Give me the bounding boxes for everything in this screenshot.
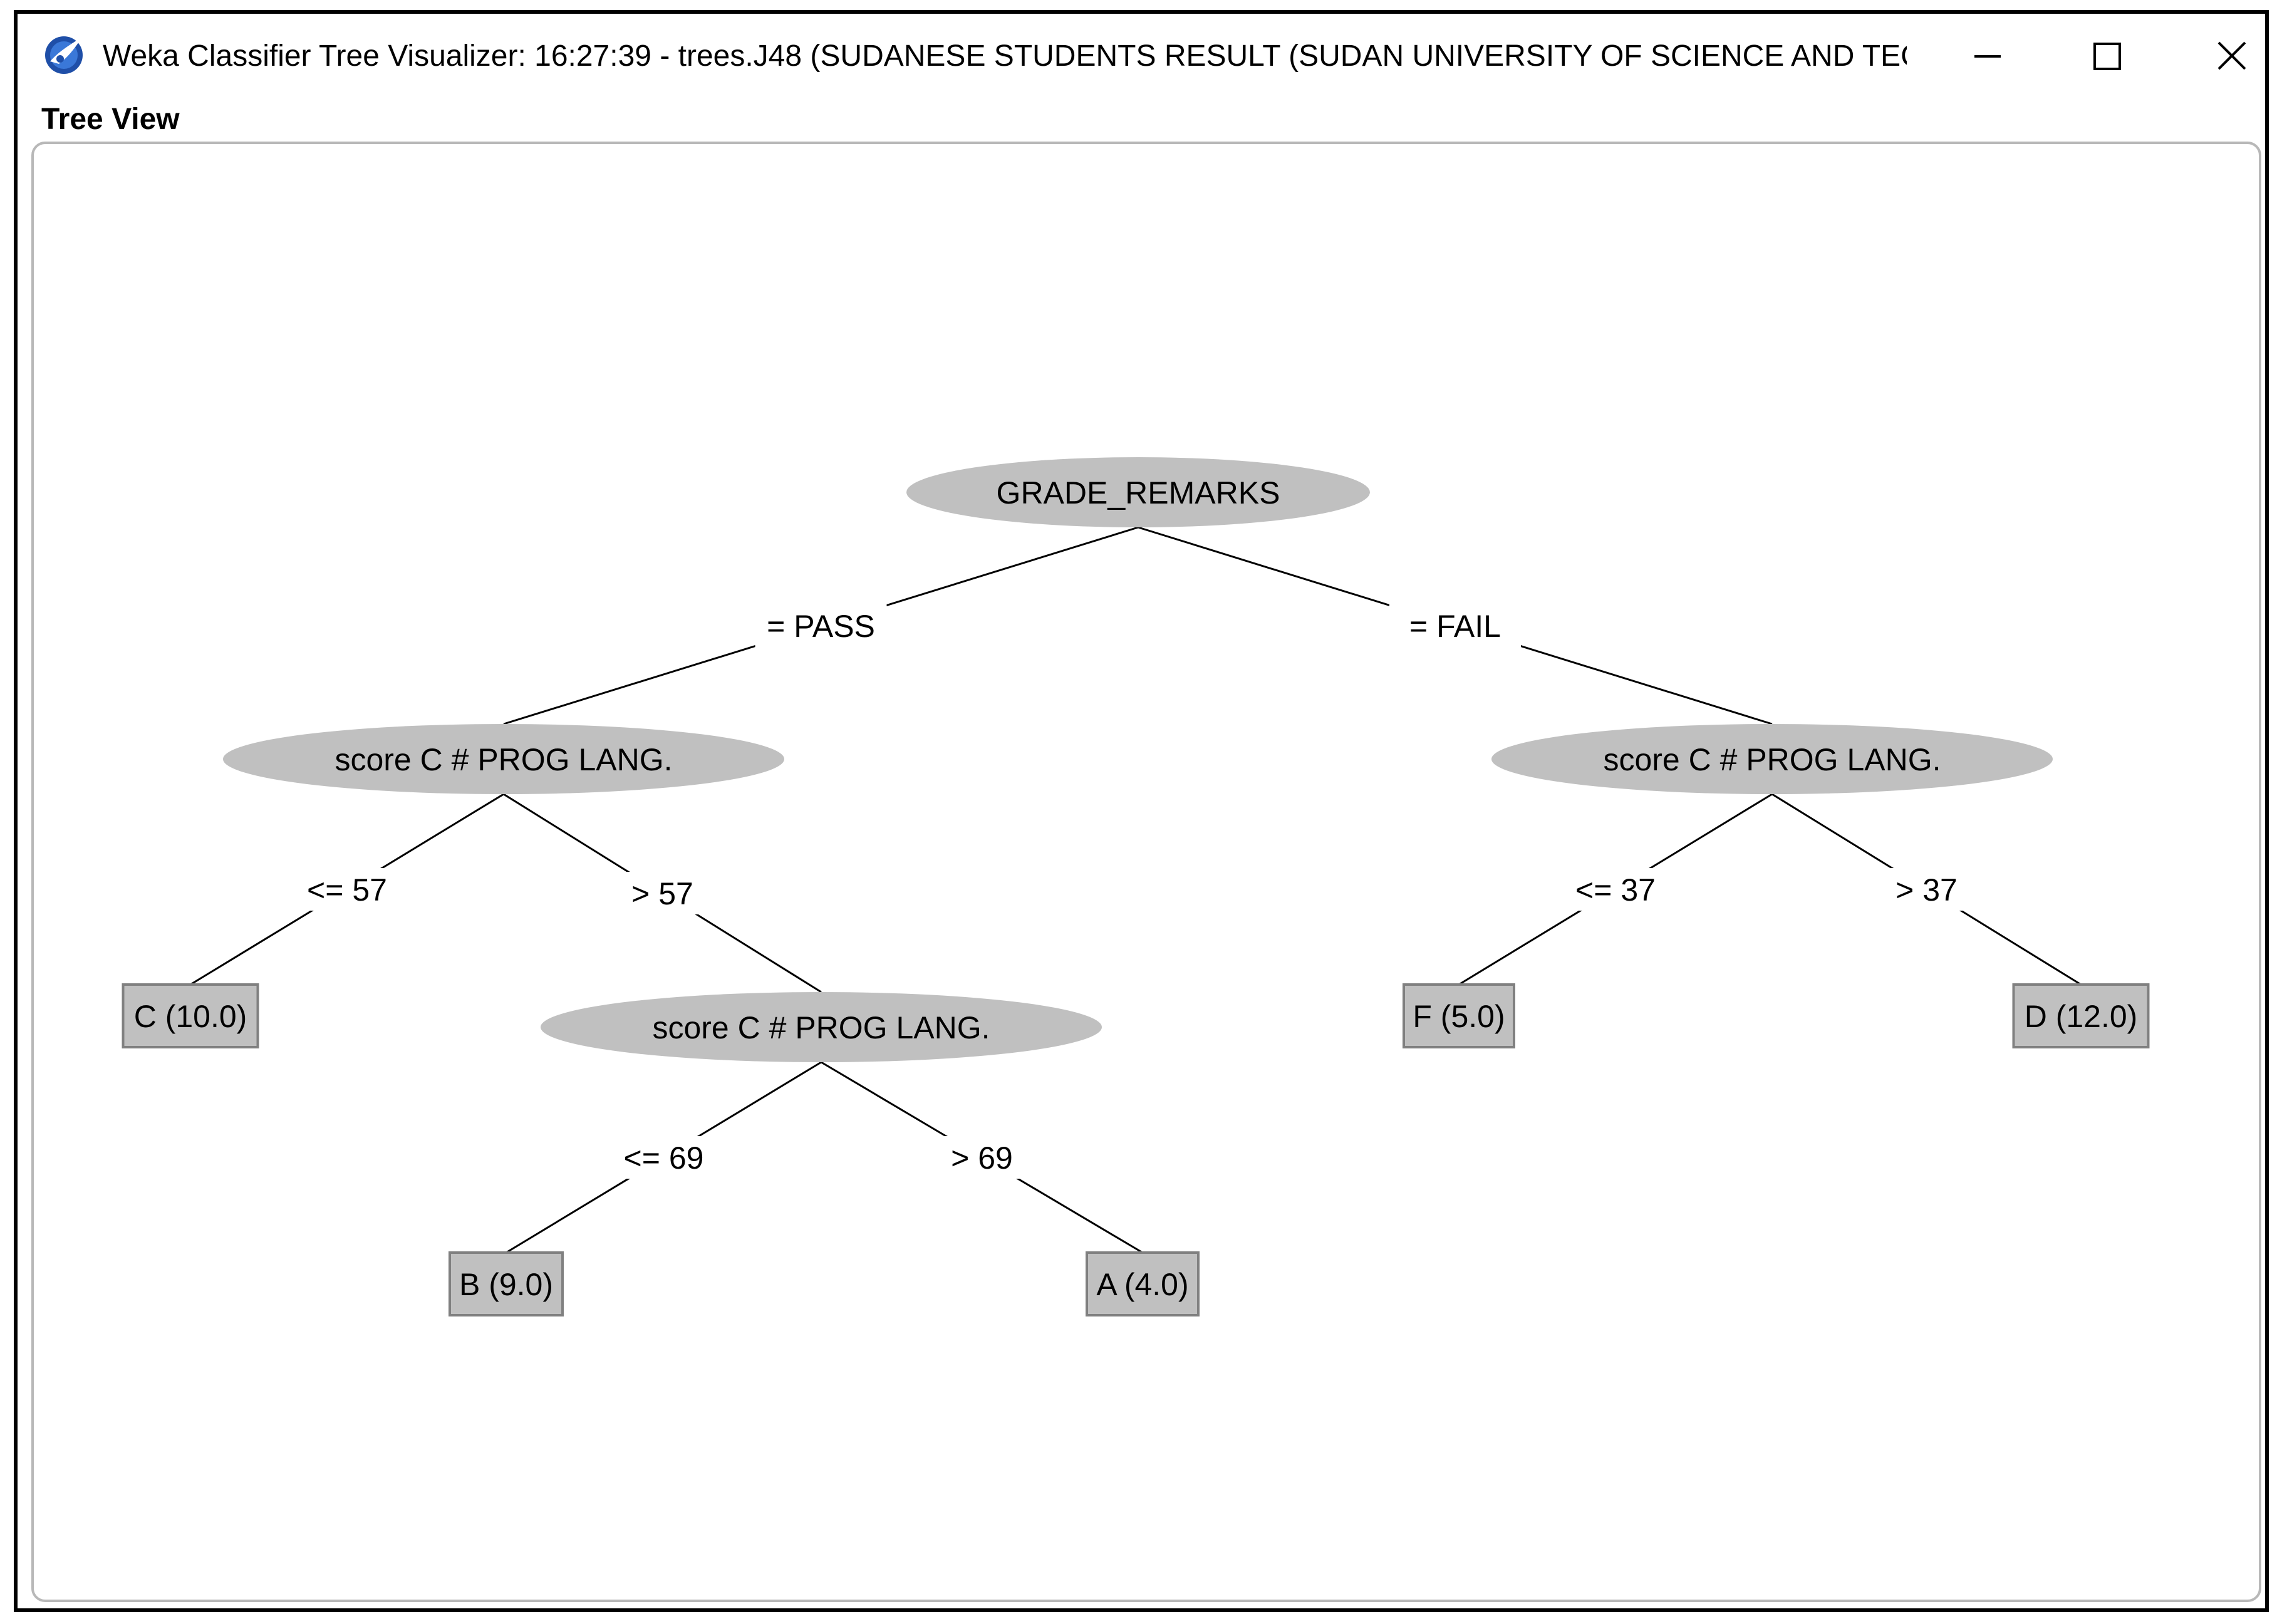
edge-label-root-fail-node: = FAIL	[1409, 609, 1501, 644]
tree-node-pass-node[interactable]: score C # PROG LANG.	[223, 724, 784, 794]
edge-label-background	[291, 868, 403, 911]
edge-label-background	[1879, 868, 1974, 911]
tree-leaf-leaf-c[interactable]: C (10.0)	[122, 983, 259, 1048]
edge-label-root-pass-node: = PASS	[767, 609, 875, 644]
decision-node-shape	[906, 457, 1370, 527]
edge-label-pass-node-leaf-c: <= 57	[307, 872, 387, 908]
edge-label-background	[607, 1136, 720, 1179]
close-button[interactable]	[2185, 25, 2279, 88]
edge-label-fail-node-leaf-f: <= 37	[1575, 872, 1656, 908]
node-label-pass-node: score C # PROG LANG.	[334, 742, 672, 777]
leaf-node-shape	[122, 983, 259, 1048]
tree-node-root[interactable]: GRADE_REMARKS	[906, 457, 1370, 527]
title-bar[interactable]: Weka Classifier Tree Visualizer: 16:27:3…	[18, 14, 2265, 95]
edge-label-background	[1559, 868, 1672, 911]
minimize-icon	[1974, 55, 2001, 58]
tree-edges: = PASS = FAIL <= 57 > 57 <= 69 > 69 <= 37 > 37	[190, 526, 2082, 1254]
decision-node-shape	[1491, 724, 2053, 794]
minimize-button[interactable]	[1941, 25, 2035, 88]
tree-node-fail-node[interactable]: score C # PROG LANG.	[1491, 724, 2053, 794]
maximize-button[interactable]	[2060, 25, 2154, 88]
decision-tree-canvas: = PASS= FAIL<= 57> 57<= 69> 69<= 37> 37G…	[122, 457, 2150, 1316]
node-label-leaf-b: B (9.0)	[459, 1267, 553, 1302]
tree-visualizer-window: Weka Classifier Tree Visualizer: 16:27:3…	[14, 10, 2269, 1612]
edge-label-pass-node-pass-high-node: > 57	[631, 876, 693, 911]
tree-view-label: Tree View	[41, 103, 180, 136]
node-label-leaf-c: C (10.0)	[134, 999, 247, 1034]
node-label-leaf-f: F (5.0)	[1413, 999, 1505, 1034]
tree-leaf-leaf-d[interactable]: D (12.0)	[2012, 983, 2150, 1048]
node-label-fail-node: score C # PROG LANG.	[1603, 742, 1941, 777]
leaf-node-shape	[2012, 983, 2150, 1048]
edge-label-fail-node-leaf-d: > 37	[1895, 872, 1958, 908]
edge-label-pass-high-node-leaf-a: > 69	[951, 1140, 1013, 1176]
leaf-node-shape	[1086, 1251, 1200, 1316]
edge-label-background	[755, 604, 887, 647]
window-title: Weka Classifier Tree Visualizer: 16:27:3…	[103, 39, 1907, 73]
node-label-pass-high-node: score C # PROG LANG.	[652, 1010, 990, 1045]
leaf-node-shape	[1403, 983, 1515, 1048]
edge-label-background	[615, 872, 710, 914]
edge-label-background	[935, 1136, 1029, 1179]
close-icon	[2217, 41, 2246, 70]
tree-leaf-leaf-a[interactable]: A (4.0)	[1086, 1251, 1200, 1316]
node-label-root: GRADE_REMARKS	[997, 475, 1280, 510]
decision-node-shape	[541, 992, 1102, 1062]
tree-leaf-leaf-b[interactable]: B (9.0)	[449, 1251, 564, 1316]
leaf-node-shape	[449, 1251, 564, 1316]
weka-bird-icon	[45, 36, 83, 74]
tree-node-pass-high-node[interactable]: score C # PROG LANG.	[541, 992, 1102, 1062]
edge-label-pass-high-node-leaf-b: <= 69	[624, 1140, 704, 1176]
node-label-leaf-a: A (4.0)	[1096, 1267, 1188, 1302]
maximize-icon	[2093, 43, 2121, 70]
decision-node-shape	[223, 724, 784, 794]
edge-label-background	[1389, 604, 1521, 647]
node-label-leaf-d: D (12.0)	[2025, 999, 2138, 1034]
tree-leaf-leaf-f[interactable]: F (5.0)	[1403, 983, 1515, 1048]
